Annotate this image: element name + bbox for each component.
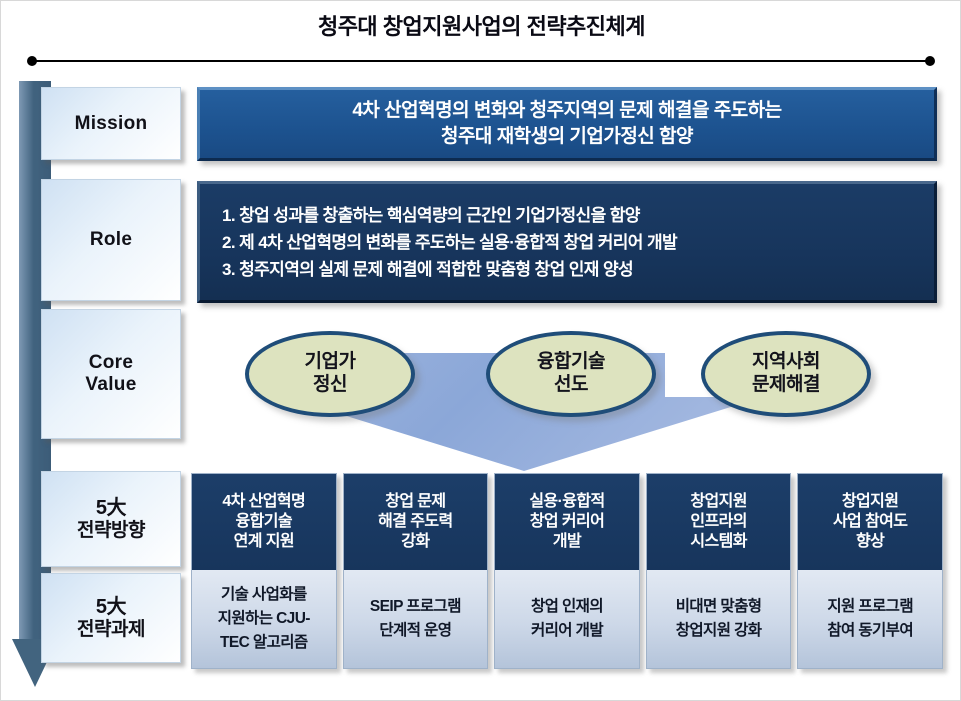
task-text: 창업 인재의 커리어 개발 xyxy=(530,595,604,643)
sidebar-item-label-line1: 5大 xyxy=(95,595,127,618)
strategic-task-cell: 기술 사업화를 지원하는 CJU- TEC 알고리즘 xyxy=(192,570,336,668)
title-divider xyxy=(27,56,935,66)
mission-text: 4차 산업혁명의 변화와 청주지역의 문제 해결을 주도하는 청주대 재학생의 … xyxy=(352,98,782,150)
core-value-ellipse: 지역사회 문제해결 xyxy=(701,331,871,417)
mission-line-1: 4차 산업혁명의 변화와 청주지역의 문제 해결을 주도하는 xyxy=(352,99,782,121)
strategic-task-cell: SEIP 프로그램 단계적 운영 xyxy=(343,570,488,668)
divider-dot-right xyxy=(925,56,935,66)
strategy-columns: 4차 산업혁명 융합기술 연계 지원 기술 사업화를 지원하는 CJU- TEC… xyxy=(191,473,943,669)
strategic-direction-cell: 창업지원 사업 참여도 향상 xyxy=(798,474,942,570)
core-value-line-2: 선도 xyxy=(554,374,588,395)
direction-line-1: 창업지원 xyxy=(690,493,747,510)
sidebar-item-label-line2: 전략방향 xyxy=(77,519,145,541)
strategic-task-cell: 비대면 맞춤형 창업지원 강화 xyxy=(646,570,791,668)
task-line-1: 창업 인재의 xyxy=(530,597,604,615)
direction-text: 창업지원 인프라의 시스템화 xyxy=(690,492,747,552)
sidebar-item-strategic-tasks[interactable]: 5大 전략과제 xyxy=(41,573,181,663)
direction-line-3: 향상 xyxy=(856,533,885,550)
sidebar-item-label-line2: 전략과제 xyxy=(77,618,145,640)
direction-line-3: 개발 xyxy=(552,533,582,550)
direction-text: 실용·융합적 창업 커리어 개발 xyxy=(529,492,605,552)
task-line-1: 지원 프로그램 xyxy=(827,597,913,615)
divider-line xyxy=(33,60,929,62)
strategy-column[interactable]: 창업 문제 해결 주도력 강화 SEIP 프로그램 단계적 운영 xyxy=(342,473,489,669)
core-value-ellipse: 기업가 정신 xyxy=(245,331,415,417)
core-value-line-2: 문제해결 xyxy=(752,374,820,395)
task-line-2: 커리어 개발 xyxy=(530,622,604,639)
direction-line-1: 4차 산업혁명 xyxy=(222,493,306,510)
sidebar-item-strategic-directions[interactable]: 5大 전략방향 xyxy=(41,471,181,567)
mission-banner: 4차 산업혁명의 변화와 청주지역의 문제 해결을 주도하는 청주대 재학생의 … xyxy=(197,87,937,161)
sidebar-item-label-line2: Value xyxy=(85,374,137,395)
task-text: 기술 사업화를 지원하는 CJU- TEC 알고리즘 xyxy=(217,583,311,655)
task-text: SEIP 프로그램 단계적 운영 xyxy=(369,595,462,643)
sidebar-item-core-value[interactable]: Core Value xyxy=(41,309,181,439)
strategic-task-cell: 지원 프로그램 참여 동기부여 xyxy=(798,570,942,668)
role-panel: 1. 창업 성과를 창출하는 핵심역량의 근간인 기업가정신을 함양 2. 제 … xyxy=(197,181,937,303)
direction-line-3: 연계 지원 xyxy=(233,533,295,550)
task-line-2: 창업지원 강화 xyxy=(675,622,762,639)
task-line-1: 기술 사업화를 xyxy=(220,585,307,603)
direction-text: 창업지원 사업 참여도 향상 xyxy=(832,492,908,552)
core-value-line-2: 정신 xyxy=(313,374,347,395)
sidebar-item-label: 5大 전략과제 xyxy=(77,596,145,641)
direction-text: 4차 산업혁명 융합기술 연계 지원 xyxy=(222,492,305,552)
sidebar-item-label-line1: 5大 xyxy=(95,496,127,519)
task-line-1: SEIP 프로그램 xyxy=(369,597,462,615)
core-value-ellipse: 융합기술 선도 xyxy=(486,331,656,417)
divider-dot-left xyxy=(27,56,37,66)
task-line-2: 참여 동기부여 xyxy=(827,622,913,639)
strategic-direction-cell: 창업 문제 해결 주도력 강화 xyxy=(343,474,488,570)
task-line-3: TEC 알고리즘 xyxy=(220,634,308,651)
sidebar-item-label: Core Value xyxy=(85,352,136,396)
direction-line-1: 실용·융합적 xyxy=(529,493,605,510)
strategy-column[interactable]: 창업지원 인프라의 시스템화 비대면 맞춤형 창업지원 강화 xyxy=(645,473,792,669)
core-value-line-1: 지역사회 xyxy=(752,351,820,373)
strategic-direction-cell: 실용·융합적 창업 커리어 개발 xyxy=(495,474,639,570)
task-line-2: 지원하는 CJU- xyxy=(217,609,311,627)
direction-text: 창업 문제 해결 주도력 강화 xyxy=(378,492,453,552)
role-item: 3. 청주지역의 실제 문제 해결에 적합한 맞춤형 창업 인재 양성 xyxy=(222,259,634,279)
direction-line-2: 융합기술 xyxy=(235,513,293,530)
sidebar-item-role[interactable]: Role xyxy=(41,179,181,301)
core-value-text: 기업가 정신 xyxy=(305,351,356,397)
direction-line-1: 창업 문제 xyxy=(385,493,446,510)
direction-line-2: 해결 주도력 xyxy=(378,513,453,530)
strategy-column[interactable]: 창업지원 사업 참여도 향상 지원 프로그램 참여 동기부여 xyxy=(797,473,943,669)
direction-line-1: 창업지원 xyxy=(841,493,899,510)
sidebar-item-label: Mission xyxy=(74,112,148,134)
direction-line-3: 시스템화 xyxy=(690,533,747,550)
sidebar-item-label: 5大 전략방향 xyxy=(77,497,145,542)
strategic-direction-cell: 창업지원 인프라의 시스템화 xyxy=(646,474,791,570)
page-title: 청주대 창업지원사업의 전략추진체계 xyxy=(317,14,646,39)
task-text: 비대면 맞춤형 창업지원 강화 xyxy=(676,595,762,643)
direction-line-2: 인프라의 xyxy=(690,513,747,530)
direction-line-2: 창업 커리어 xyxy=(529,513,605,530)
sidebar-item-label-line1: Core xyxy=(88,352,134,374)
strategic-direction-cell: 4차 산업혁명 융합기술 연계 지원 xyxy=(192,474,336,570)
direction-line-2: 사업 참여도 xyxy=(832,513,908,530)
task-line-1: 비대면 맞춤형 xyxy=(675,597,762,615)
core-value-text: 지역사회 문제해결 xyxy=(752,351,820,397)
direction-line-3: 강화 xyxy=(401,533,430,550)
sidebar-item-label: Role xyxy=(89,229,133,251)
core-value-text: 융합기술 선도 xyxy=(537,351,605,397)
task-line-2: 단계적 운영 xyxy=(379,622,452,639)
role-item: 1. 창업 성과를 창출하는 핵심역량의 근간인 기업가정신을 함양 xyxy=(222,205,640,225)
strategic-task-cell: 창업 인재의 커리어 개발 xyxy=(495,570,639,668)
strategy-column[interactable]: 실용·융합적 창업 커리어 개발 창업 인재의 커리어 개발 xyxy=(494,473,640,669)
role-item: 2. 제 4차 산업혁명의 변화를 주도하는 실용·융합적 창업 커리어 개발 xyxy=(222,232,678,252)
core-value-line-1: 기업가 xyxy=(304,351,356,373)
sidebar-item-mission[interactable]: Mission xyxy=(41,87,181,160)
core-value-zone: 기업가 정신 융합기술 선도 지역사회 문제해결 xyxy=(197,313,937,471)
mission-line-2: 청주대 재학생의 기업가정신 함양 xyxy=(440,126,694,147)
strategy-column[interactable]: 4차 산업혁명 융합기술 연계 지원 기술 사업화를 지원하는 CJU- TEC… xyxy=(191,473,337,669)
task-text: 지원 프로그램 참여 동기부여 xyxy=(827,595,913,643)
core-value-line-1: 융합기술 xyxy=(537,351,605,373)
